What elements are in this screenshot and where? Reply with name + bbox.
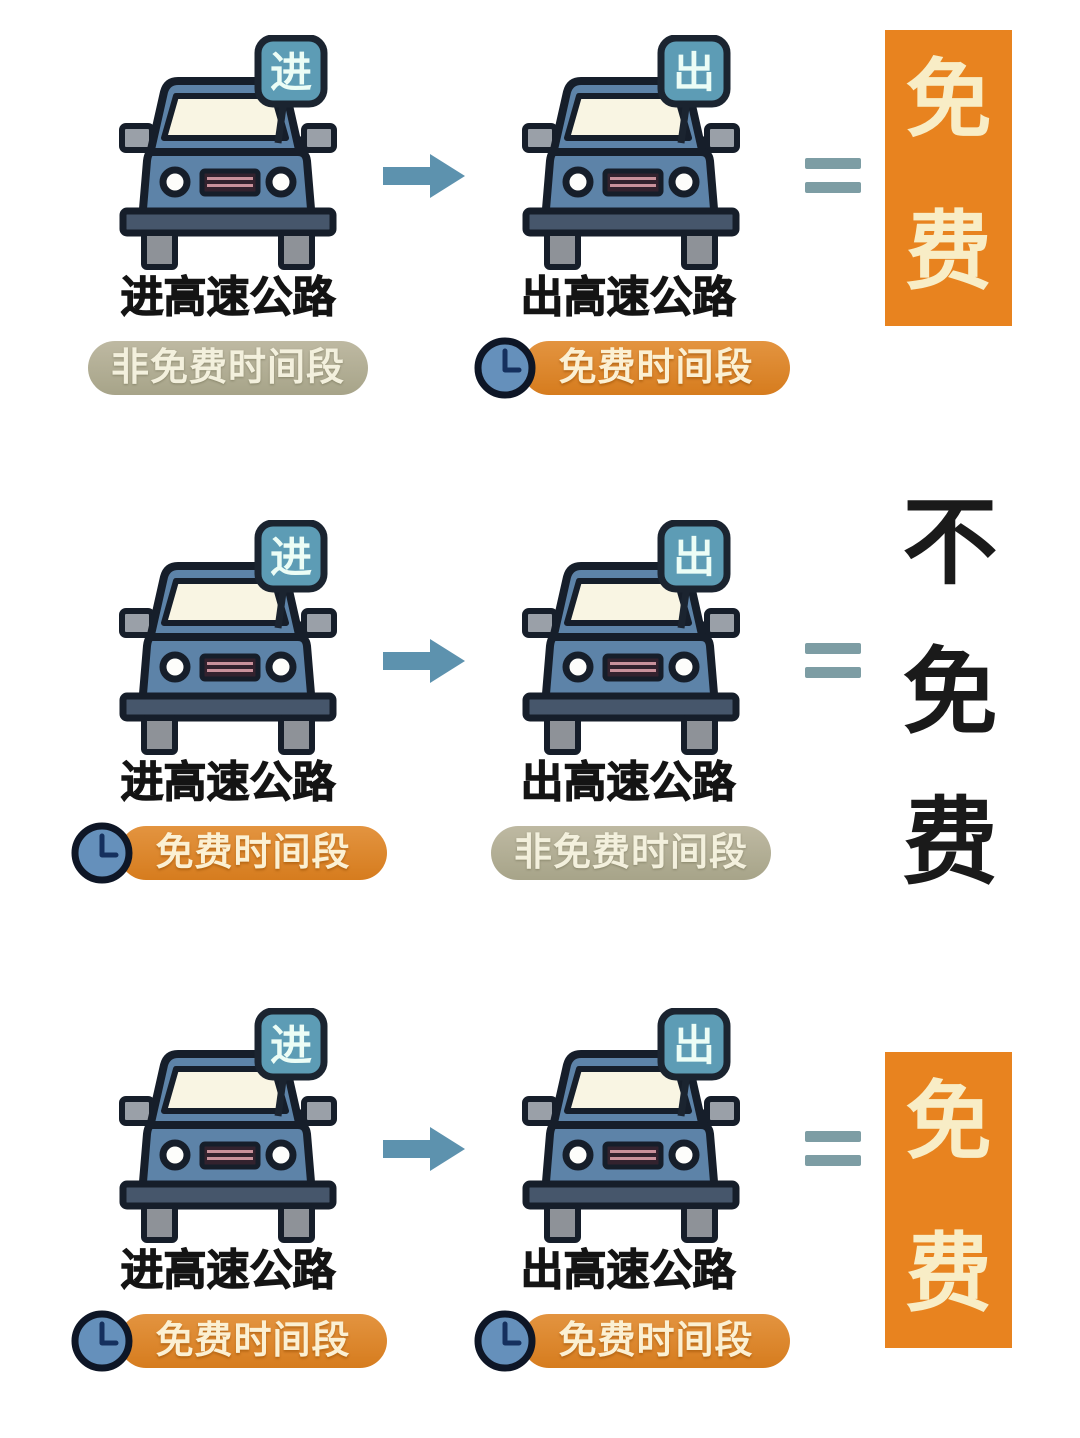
enter-sign-text: 进 <box>270 49 312 96</box>
free-period-pill: 免费时间段 <box>522 341 790 395</box>
equals-icon <box>805 158 861 194</box>
nonfree-period-pill: 非免费时间段 <box>491 826 771 880</box>
car-enter-icon: 进 <box>108 1008 348 1248</box>
exit-highway-label: 出高速公路 <box>520 273 736 322</box>
car-exit-icon: 出 <box>511 520 751 760</box>
nonfree-period-pill: 非免费时间段 <box>88 341 368 395</box>
enter-sign-text: 进 <box>270 1022 312 1069</box>
free-period-pill: 免费时间段 <box>119 1314 387 1368</box>
result-free-block: 免费 <box>885 1052 1012 1348</box>
exit-highway-label: 出高速公路 <box>520 1246 736 1295</box>
exit-highway-label: 出高速公路 <box>520 758 736 807</box>
car-enter-icon: 进 <box>108 520 348 760</box>
car-exit-icon: 出 <box>511 1008 751 1248</box>
result-notfree-text: 不免费 <box>902 490 998 896</box>
enter-time-badge: 免费时间段 <box>69 820 387 886</box>
equals-icon <box>805 643 861 679</box>
result-notfree-block: 不免费 <box>885 468 1015 918</box>
exit-sign-text: 出 <box>673 1022 715 1069</box>
rule-row-2: 进 出 进高速公路 出高速公路 免费时间段 非免费时间段 不免费 <box>0 490 1080 935</box>
free-period-pill: 免费时间段 <box>119 826 387 880</box>
clock-icon <box>472 335 538 401</box>
rule-row-3: 进 出 进高速公路 出高速公路 免费时间段 免费时间段 免费 <box>0 1003 1080 1423</box>
car-enter-icon: 进 <box>108 35 348 275</box>
result-free-block: 免费 <box>885 30 1012 326</box>
exit-time-badge: 免费时间段 <box>472 1308 790 1374</box>
arrow-right-icon <box>383 639 465 683</box>
arrow-right-icon <box>383 154 465 198</box>
enter-sign-text: 进 <box>270 534 312 581</box>
result-free-text: 免费 <box>905 1074 992 1322</box>
exit-sign-text: 出 <box>673 534 715 581</box>
enter-time-badge: 免费时间段 <box>69 1308 387 1374</box>
enter-highway-label: 进高速公路 <box>120 273 336 322</box>
exit-time-badge: 免费时间段 <box>472 335 790 401</box>
clock-icon <box>69 1308 135 1374</box>
equals-icon <box>805 1131 861 1167</box>
free-period-pill: 免费时间段 <box>522 1314 790 1368</box>
car-exit-icon: 出 <box>511 35 751 275</box>
result-free-text: 免费 <box>905 52 992 300</box>
enter-highway-label: 进高速公路 <box>120 1246 336 1295</box>
arrow-right-icon <box>383 1127 465 1171</box>
enter-highway-label: 进高速公路 <box>120 758 336 807</box>
enter-time-badge: 非免费时间段 <box>88 335 368 401</box>
clock-icon <box>69 820 135 886</box>
rule-row-1: 进 出 进高速公路 出高速公路 非免费时间段 免费时间段 免费 <box>0 30 1080 450</box>
exit-time-badge: 非免费时间段 <box>491 820 771 886</box>
clock-icon <box>472 1308 538 1374</box>
exit-sign-text: 出 <box>673 49 715 96</box>
